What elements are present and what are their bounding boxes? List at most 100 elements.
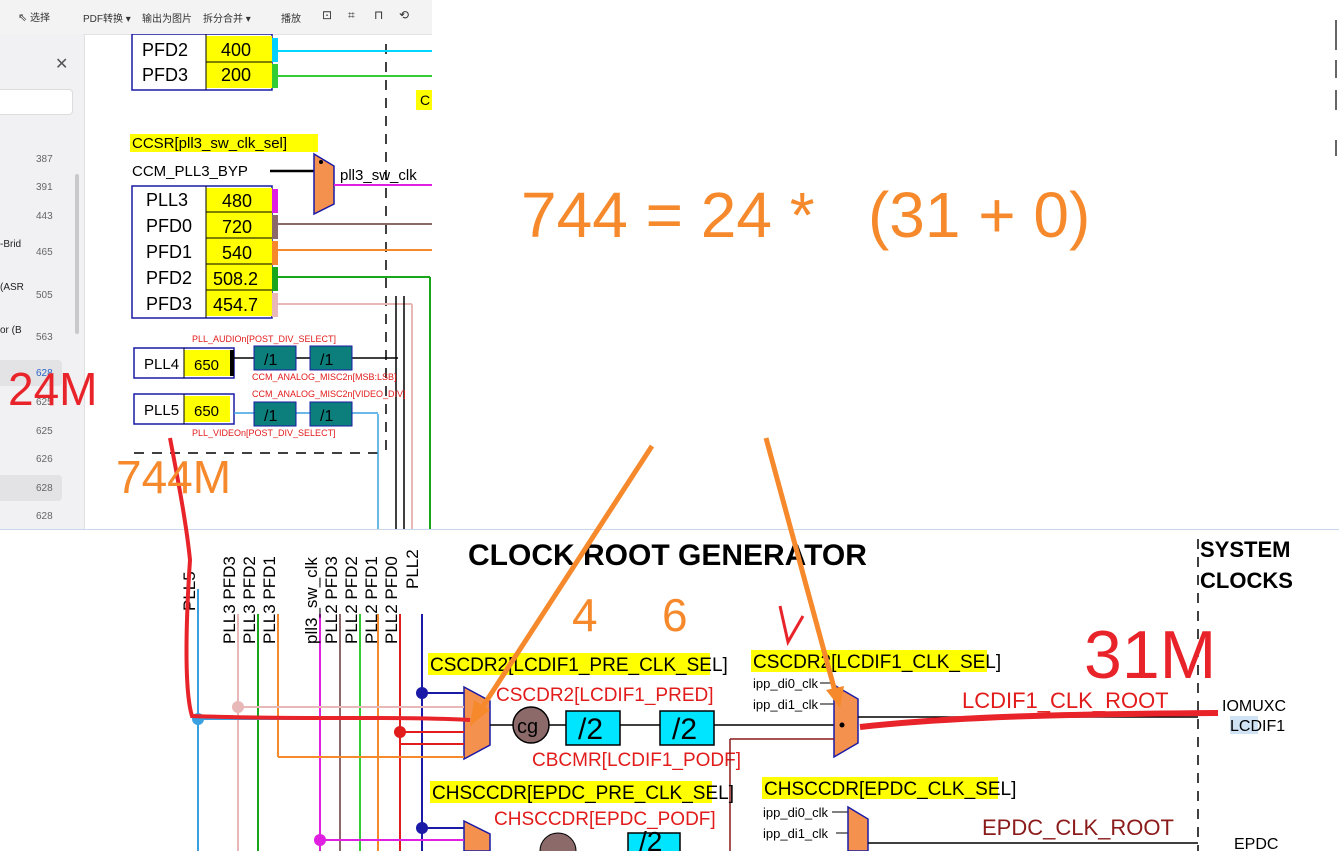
epdc-clk-sel-label: CHSCCDR[EPDC_CLK_SEL] (764, 779, 1016, 800)
pll-source-diagram: PFD2 400 PFD3 200 C CCSR[pll3_sw_clk_sel… (130, 34, 432, 529)
divider-label: /2 (578, 713, 603, 746)
ipp-di1-label: ipp_di1_clk (753, 697, 819, 712)
cut-label: C (420, 92, 430, 108)
pll3-row-name: PFD3 (146, 294, 192, 314)
lcdif-clk-sel-label: CSCDR2[LCDIF1_CLK_SEL] (753, 652, 1001, 673)
ipp-di0-label: ipp_di0_clk (753, 676, 819, 691)
pll5-value: 650 (194, 403, 219, 420)
pll5-freq-annotation: 744M (116, 451, 232, 503)
bookmark-page-number[interactable]: 626 (36, 454, 53, 465)
select-tool-button[interactable]: ⇖ 选择 (18, 12, 50, 24)
rotate-icon[interactable]: ⟲ (399, 8, 410, 22)
epdc-pre-clk-sel-label: CHSCCDR[EPDC_PRE_CLK_SEL] (432, 783, 734, 804)
bus-label: PLL2 PFD1 (362, 556, 381, 644)
bookmark-page-number[interactable]: 625 (36, 426, 53, 437)
bookmark-page-number[interactable]: 387 (36, 154, 53, 165)
system-clocks-label: CLOCKS (1200, 568, 1293, 593)
bookmark-page-number[interactable]: 443 (36, 211, 53, 222)
divider-label: /1 (264, 408, 277, 425)
bus-label: PLL3 PFD1 (260, 556, 279, 644)
play-button[interactable]: 播放 (281, 14, 301, 25)
vertical-scrollbar[interactable] (1330, 20, 1339, 160)
bookmark-label[interactable]: or (B (0, 325, 22, 336)
red-tick-mark (778, 605, 805, 647)
bus-label: PLL3 PFD3 (220, 556, 239, 644)
divider-label: /2 (672, 713, 697, 746)
ccm-bypass-label: CCM_PLL3_BYP (132, 163, 248, 180)
bookmark-highlight (0, 475, 62, 501)
pll5-label: PLL5 (144, 402, 179, 419)
bookmark-search-input[interactable] (0, 89, 73, 115)
pll4-post-div-label: PLL_AUDIOn[POST_DIV_SELECT] (192, 334, 336, 344)
actual-size-icon[interactable]: ⊡ (322, 8, 333, 22)
ipp-di0-label: ipp_di0_clk (763, 805, 829, 820)
pll3-row-value: 508.2 (213, 269, 258, 289)
bookmark-page-number[interactable]: 625 (36, 397, 53, 408)
divider-label: /2 (639, 826, 662, 851)
pll3-row-value: 454.7 (213, 295, 258, 315)
bookmark-page-number[interactable]: 628 (36, 511, 53, 522)
video-div-label: CCM_ANALOG_MISC2n[VIDEO_DIV] (252, 389, 406, 399)
bookmark-page-number[interactable]: 563 (36, 332, 53, 343)
ccsr-label: CCSR[pll3_sw_clk_sel] (132, 135, 287, 152)
pll5-post-div-label: PLL_VIDEOn[POST_DIV_SELECT] (192, 428, 336, 438)
epdc-label: EPDC (1234, 836, 1278, 851)
orange-arrow (475, 444, 655, 716)
pll3-mux (313, 152, 335, 216)
bus-label: PLL3 PFD2 (240, 556, 259, 644)
lcdif-pred-label: CSCDR2[LCDIF1_PRED] (496, 685, 714, 706)
epdc-clk-root-label: EPDC_CLK_ROOT (982, 815, 1174, 840)
lcdif1-label: LCDIF1 (1230, 718, 1285, 735)
pdf-convert-menu[interactable]: PDF转换 ▾ (83, 14, 131, 25)
split-merge-menu[interactable]: 拆分合并 ▾ (203, 14, 251, 25)
pll3-sw-clk-label: pll3_sw_clk (340, 167, 417, 184)
bus-label: PLL2 PFD3 (322, 556, 341, 644)
divider-label: /1 (264, 352, 277, 369)
pll2-row-name: PFD3 (142, 65, 188, 85)
bus-label: PLL2 PFD0 (382, 556, 401, 644)
bookmark-page-number[interactable]: 628 (36, 483, 53, 494)
bookmark-highlight (0, 360, 62, 386)
system-clocks-label: SYSTEM (1200, 537, 1290, 562)
orange-arrow (763, 437, 839, 696)
bus-label: pll3_sw_clk (302, 557, 321, 644)
lcdif-pred-divider (565, 710, 621, 746)
iomuxc-label: IOMUXC (1222, 698, 1286, 715)
pll3-row-name: PFD1 (146, 242, 192, 262)
pll3-row-value: 480 (222, 191, 252, 211)
pll3-row-value: 720 (222, 217, 252, 237)
chevron-down-icon: ▾ (243, 14, 251, 25)
ipp-di1-label: ipp_di1_clk (763, 826, 829, 841)
fit-page-icon[interactable]: ⌗ (348, 8, 355, 22)
bookmark-page-number[interactable]: 391 (36, 182, 53, 193)
bookmark-label[interactable]: -Brid (0, 239, 22, 250)
cursor-icon: ⇖ (18, 12, 28, 24)
fit-width-icon[interactable]: ⊓ (374, 8, 384, 22)
lcdif-clk-root-label: LCDIF1_CLK_ROOT (962, 688, 1169, 713)
bookmark-label[interactable]: (ASR (0, 282, 24, 293)
clock-root-generator-diagram: PLL5 PLL3 PFD3 PLL3 PFD2 PLL3 PFD1 pll3_… (0, 529, 1339, 851)
output-freq-annotation: 31M (1084, 617, 1217, 693)
bus-label: PLL2 (403, 549, 422, 589)
sidebar-scrollbar[interactable] (75, 174, 79, 334)
bookmark-page-number[interactable]: 628 (36, 368, 53, 379)
close-icon[interactable]: ✕ (55, 56, 69, 73)
misc2n-label: CCM_ANALOG_MISC2n[MSB:LSB] (252, 372, 397, 382)
pll3-row-name: PFD2 (146, 268, 192, 288)
divider-annotation: 4 (572, 589, 598, 641)
chevron-down-icon: ▾ (123, 14, 131, 25)
pll2-row-value: 400 (221, 40, 251, 60)
bookmark-page-number[interactable]: 465 (36, 247, 53, 258)
divider-annotation: 6 (662, 589, 688, 641)
pll2-row-name: PFD2 (142, 40, 188, 60)
export-image-button[interactable]: 输出为图片 (142, 14, 192, 25)
red-annotation-path (168, 437, 471, 722)
bookmark-page-number[interactable]: 505 (36, 290, 53, 301)
bus-label: PLL2 PFD2 (342, 556, 361, 644)
lcdif-podf-divider (659, 710, 715, 746)
clock-gate (512, 706, 550, 744)
pll2-row-value: 200 (221, 65, 251, 85)
input-freq-annotation: 24M (8, 363, 98, 415)
lcdif-podf-label: CBCMR[LCDIF1_PODF] (532, 750, 741, 771)
